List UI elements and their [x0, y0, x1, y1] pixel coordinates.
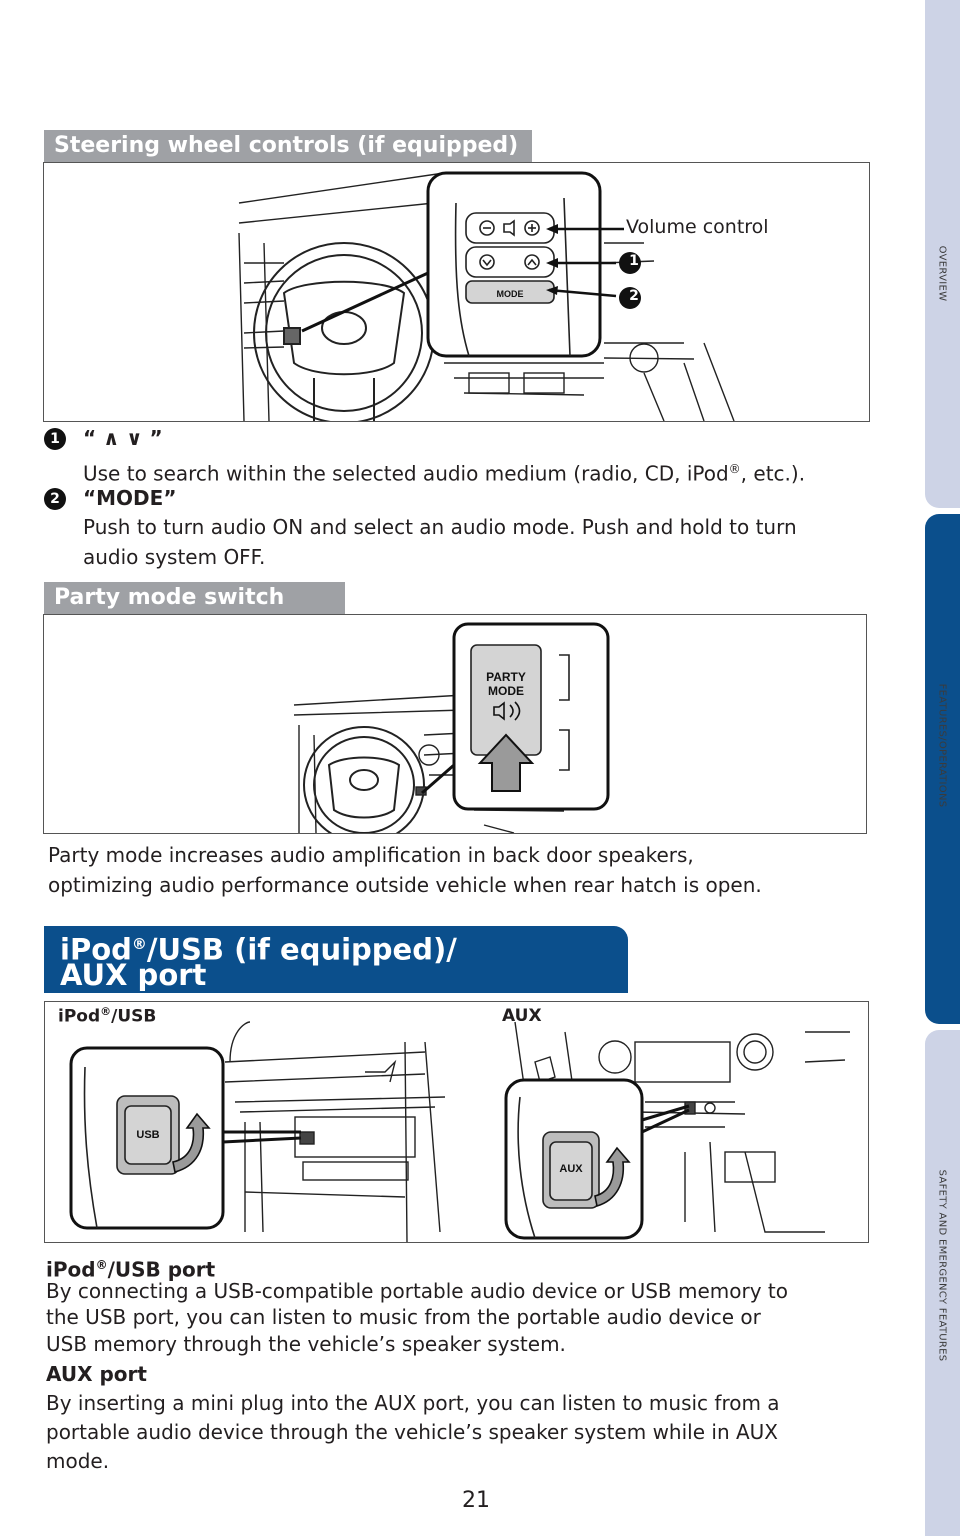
steering-illustration: MODE [238, 171, 735, 421]
side-tab-safety[interactable] [925, 1030, 960, 1536]
party-illustration: PARTY MODE [293, 622, 610, 833]
usb-port-text-line3: USB memory through the vehicle’s speaker… [46, 1332, 566, 1356]
item-1-bullet-number: 1 [50, 431, 60, 447]
usb-port-text-line2: the USB port, you can listen to music fr… [46, 1305, 761, 1329]
item-1-bullet: 1 [44, 428, 66, 450]
usb-port-title-reg: ® [95, 1258, 108, 1272]
side-tab-label-overview: OVERVIEW [936, 245, 948, 302]
steering-section-title: Steering wheel controls (if equipped) [54, 133, 519, 158]
side-tab-label-features: FEATURES/OPERATIONS [936, 683, 948, 808]
ipod-section-header: iPod®/USB (if equipped)/ AUX port [44, 926, 628, 993]
ipod-aux-figure: USB AUX [44, 1001, 869, 1243]
item-1-text-b: , etc.). [740, 461, 806, 486]
side-tab-label-safety: SAFETY AND EMERGENCY FEATURES [936, 1169, 948, 1362]
party-switch-line1: PARTY [486, 670, 526, 684]
ipod-figure-label: iPod®/USB [58, 1005, 156, 1027]
usb-port-title-b: /USB port [107, 1257, 216, 1282]
usb-port-text-line1: By connecting a USB-compatible portable … [46, 1279, 789, 1303]
usb-port-title: iPod®/USB port [46, 1252, 215, 1283]
item-2-title: “MODE” [83, 486, 177, 510]
ipod-header-reg: ® [131, 935, 147, 953]
ipod-header-line1: iPod®/USB (if equipped)/ [60, 928, 457, 966]
party-figure: PARTY MODE [43, 614, 867, 834]
ipod-aux-illustration: USB AUX [69, 1021, 850, 1242]
side-tab-overview[interactable] [925, 0, 960, 508]
item-1-text: Use to search within the selected audio … [83, 455, 805, 489]
ipod-figure-label-a: iPod [58, 1006, 101, 1027]
usb-key-label: USB [136, 1129, 159, 1141]
callout-number-1: 1 [629, 253, 639, 269]
item-2-text-line1: Push to turn audio ON and select an audi… [83, 515, 797, 539]
callout-number-2: 2 [629, 288, 639, 304]
item-1-text-a: Use to search within the selected audio … [83, 461, 729, 486]
volume-control-callout: Volume control [626, 216, 769, 238]
aux-port-text-line3: mode. [46, 1449, 110, 1473]
aux-figure-label: AUX [502, 1006, 542, 1026]
ipod-header-a: iPod [60, 932, 132, 967]
aux-port-text-line1: By inserting a mini plug into the AUX po… [46, 1391, 780, 1415]
side-tab-features[interactable] [925, 514, 960, 1024]
registered-mark: ® [728, 462, 741, 476]
page-number: 21 [462, 1488, 490, 1513]
aux-port-title: AUX port [46, 1362, 147, 1386]
party-switch-line2: MODE [488, 684, 524, 698]
ipod-header-line2: AUX port [60, 958, 207, 992]
item-2-bullet: 2 [44, 488, 66, 510]
aux-key-label: AUX [559, 1163, 583, 1175]
item-2-text-line2: audio system OFF. [83, 545, 266, 569]
party-section-header: Party mode switch [44, 582, 345, 614]
aux-port-text-line2: portable audio device through the vehicl… [46, 1420, 778, 1444]
ipod-header-b: /USB (if equipped)/ [146, 932, 457, 967]
party-section-title: Party mode switch [54, 585, 285, 610]
steering-figure: MODE [43, 162, 870, 422]
ipod-figure-label-reg: ® [100, 1005, 112, 1018]
mode-key-label: MODE [497, 289, 524, 299]
steering-section-header: Steering wheel controls (if equipped) [44, 130, 532, 162]
usb-port-title-a: iPod [46, 1257, 96, 1282]
party-description-line1: Party mode increases audio amplification… [48, 843, 694, 867]
party-description-line2: optimizing audio performance outside veh… [48, 873, 762, 897]
item-2-bullet-number: 2 [50, 491, 60, 507]
ipod-figure-label-b: /USB [111, 1006, 157, 1027]
item-1-title: “ ∧ ∨ ” [83, 426, 163, 450]
